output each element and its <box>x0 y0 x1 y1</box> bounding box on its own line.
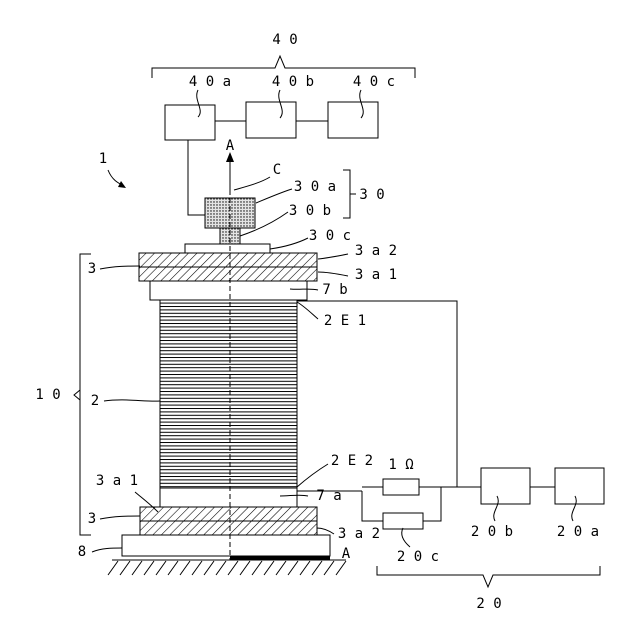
base-8 <box>122 535 330 556</box>
ground-hatch <box>108 561 346 575</box>
label-resistor: 1 Ω <box>388 457 413 473</box>
bracket-10-notch <box>74 390 80 400</box>
label-20a: 2 0 a <box>557 524 599 540</box>
leader-3-bot <box>100 516 140 519</box>
leader-2E2 <box>297 464 328 487</box>
box-40c <box>328 102 378 138</box>
leader-20c <box>402 528 410 547</box>
label-1: 1 <box>99 151 107 167</box>
sensor-base-30c <box>185 244 270 253</box>
box-40b <box>246 102 296 138</box>
label-3-bot: 3 <box>88 511 96 527</box>
label-7a: 7 a <box>316 488 341 504</box>
leader-3-top <box>100 266 140 269</box>
label-30c: 3 0 c <box>309 228 351 244</box>
wire-top-electrode <box>297 301 457 487</box>
label-30a: 3 0 a <box>294 179 336 195</box>
leader-2E1 <box>297 302 318 319</box>
label-2: 2 <box>91 393 99 409</box>
arrowhead-1 <box>118 181 126 188</box>
label-40a: 4 0 a <box>189 74 231 90</box>
label-40b: 4 0 b <box>272 74 314 90</box>
label-3a2-bot: 3 a 2 <box>338 526 380 542</box>
label-30b: 3 0 b <box>289 203 331 219</box>
box-20a <box>555 468 604 504</box>
leader-3a2-bot <box>317 528 334 534</box>
capacitor-20c <box>383 513 423 529</box>
resistor-1ohm <box>383 479 419 495</box>
label-3a1-bot: 3 a 1 <box>96 473 138 489</box>
leader-c <box>234 177 270 190</box>
wire-40a-sensor <box>188 140 205 215</box>
label-c: C <box>273 162 281 178</box>
label-20c: 2 0 c <box>397 549 439 565</box>
insulator-7b <box>150 281 307 300</box>
box-40a <box>165 105 215 140</box>
bracket-10 <box>80 254 91 535</box>
wire-branch-lower <box>362 491 383 521</box>
piezo-stack-2 <box>160 300 297 488</box>
leader-3a2-top <box>318 254 348 259</box>
leader-30a <box>256 189 292 203</box>
leader-30c <box>270 238 308 249</box>
label-40: 4 0 <box>272 32 297 48</box>
label-8: 8 <box>78 544 86 560</box>
brace-30 <box>343 170 356 218</box>
label-10: 1 0 <box>35 387 60 403</box>
brace-20 <box>377 566 600 587</box>
label-axis-top: A <box>226 138 235 154</box>
insulator-7a <box>160 488 297 507</box>
box-20b <box>481 468 530 504</box>
label-30: 3 0 <box>359 187 384 203</box>
label-7b: 7 b <box>322 282 347 298</box>
label-40c: 4 0 c <box>353 74 395 90</box>
leader-2 <box>104 400 160 401</box>
label-20: 2 0 <box>476 596 501 612</box>
label-3-top: 3 <box>88 261 96 277</box>
leader-3a1-top <box>318 272 348 276</box>
label-2E1: 2 E 1 <box>324 313 366 329</box>
leader-8 <box>92 548 122 552</box>
label-3a1-top: 3 a 1 <box>355 267 397 283</box>
label-2E2: 2 E 2 <box>331 453 373 469</box>
label-20b: 2 0 b <box>471 524 513 540</box>
label-3a2-top: 3 a 2 <box>355 243 397 259</box>
